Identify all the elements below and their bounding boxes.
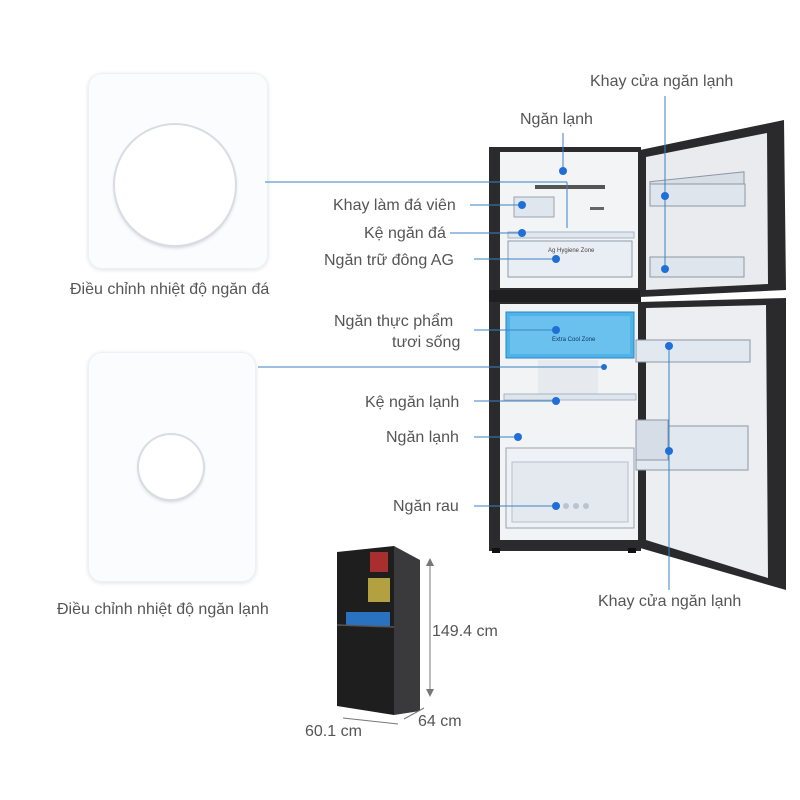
label-ngan-lanh-mid: Ngăn lạnh bbox=[386, 429, 459, 446]
fridge-temperature-knob[interactable] bbox=[139, 435, 203, 499]
label-khay-lam-da: Khay làm đá viên bbox=[333, 197, 456, 214]
crisper-text: Extra Cool Zone bbox=[552, 337, 596, 343]
dimension-width: 60.1 cm bbox=[305, 723, 362, 740]
label-ngan-rau: Ngăn rau bbox=[393, 498, 459, 515]
dimension-depth: 64 cm bbox=[418, 713, 462, 730]
fridge-door-bin-upper bbox=[635, 339, 751, 363]
freezer-knob-panel bbox=[88, 73, 268, 269]
label-ke-ngan-da: Kệ ngăn đá bbox=[364, 225, 446, 242]
freezer-door-bin-lower bbox=[649, 256, 745, 278]
freezer-door-bin-upper bbox=[649, 183, 746, 207]
dimension-height: 149.4 cm bbox=[432, 623, 498, 640]
callout-dots bbox=[514, 167, 673, 510]
freezer-temperature-knob[interactable] bbox=[115, 125, 235, 245]
label-ngan-thuc-pham-2: tươi sống bbox=[392, 334, 461, 351]
freezer-shelf bbox=[507, 231, 635, 239]
label-khay-cua-top: Khay cửa ngăn lạnh bbox=[590, 73, 734, 90]
fridge-knob-panel bbox=[88, 352, 256, 582]
fridge-shelf bbox=[503, 393, 637, 401]
label-ngan-tru-dong: Ngăn trữ đông AG bbox=[324, 252, 454, 269]
label-ke-ngan-lanh: Kệ ngăn lạnh bbox=[365, 394, 460, 411]
label-ngan-lanh-top: Ngăn lạnh bbox=[520, 111, 593, 128]
fridge-knob-caption: Điều chỉnh nhiệt độ ngăn lạnh bbox=[57, 601, 269, 618]
freezer-drawer-text: Ag Hygiene Zone bbox=[548, 248, 595, 254]
freezer-knob-caption: Điều chỉnh nhiệt độ ngăn đá bbox=[70, 281, 270, 298]
label-khay-cua-bottom: Khay cửa ngăn lạnh bbox=[598, 593, 742, 610]
label-ngan-thuc-pham-1: Ngăn thực phẩm bbox=[334, 313, 454, 330]
